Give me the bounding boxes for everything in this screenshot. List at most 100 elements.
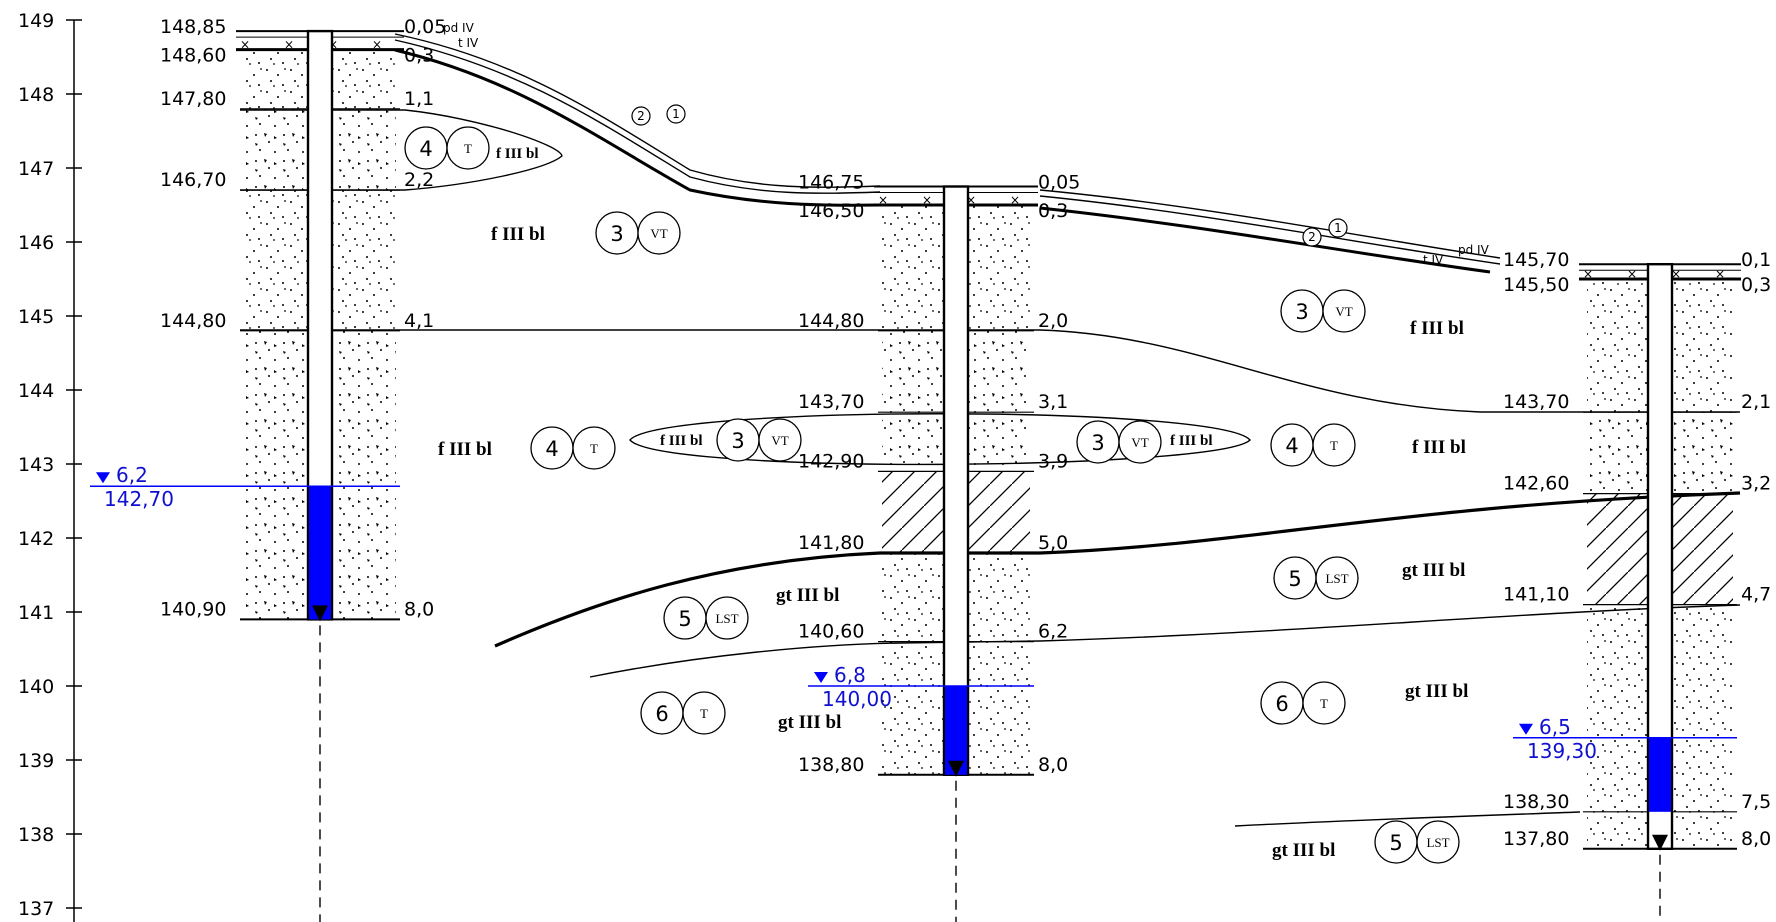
surface-line-right-mid [1039,195,1501,265]
marker-circle-code [446,126,490,170]
water-elevation-label: 139,30 [1527,739,1597,763]
y-tick-label: 138 [18,824,54,846]
marker-number: 5 [678,607,691,631]
marker-number: 3 [1091,431,1104,455]
depth-label: 3,9 [1038,450,1068,472]
surface-label: pd IV [443,21,475,35]
marker-circle-code [1118,420,1162,464]
water-column [309,486,331,620]
marker-code: LST [1325,571,1348,586]
elevation-label: 142,60 [1503,473,1569,495]
water-triangle-icon [96,472,110,484]
boundary-143-70-right [1039,329,1740,413]
depth-label: 2,1 [1741,391,1771,413]
elevation-label: 137,80 [1503,828,1569,850]
depth-label: 2,2 [404,169,434,191]
y-tick-label: 144 [18,380,54,402]
depth-label: 0,3 [1038,200,1068,222]
marker-code: T [1320,696,1328,711]
unit-label-fIIIbl: f III bl [1412,437,1466,458]
soil-cross-icon: × [1627,267,1637,281]
marker-code: T [590,441,598,456]
y-tick-label: 139 [18,750,54,772]
y-tick-label: 142 [18,528,54,550]
small-marker-circle [1328,218,1348,238]
marker-code: VT [650,226,667,241]
water-depth-label: 6,5 [1539,715,1571,739]
elevation-label: 140,60 [798,621,864,643]
marker-circle-code [1302,681,1346,725]
unit-label-gtIIIbl: gt III bl [776,585,839,606]
soil-cross-icon: × [1671,267,1681,281]
terrain-surface [394,33,1501,274]
marker-number: 3 [1295,300,1308,324]
unit-label-fIIIbl-lens: f III bl [1170,433,1213,449]
unit-label-gtIIIbl: gt III bl [1402,560,1465,581]
marker-circle-code [1315,556,1359,600]
water-triangle-icon [1519,723,1533,735]
unit-label-fIIIbl: f III bl [491,224,545,245]
elevation-label: 138,30 [1503,791,1569,813]
depth-label: 0,3 [1741,274,1771,296]
soil-cross-icon: × [372,38,382,52]
lens-4-T [240,109,563,191]
soil-cross-icon: × [284,38,294,52]
water-depth-label: 6,2 [116,463,148,487]
surface-labels: pd IV t IV t IV pd IV [443,21,1490,267]
y-tick-label: 145 [18,306,54,328]
small-marker-label: 1 [1334,221,1342,235]
soil-cross-icon: × [1010,193,1020,207]
soil-cross-icon: × [922,193,932,207]
depth-label: 3,1 [1038,391,1068,413]
elevation-label: 144,80 [798,310,864,332]
marker-circle-code [758,418,802,462]
surface-line-right-base [1039,206,1491,274]
small-marker-circle [666,104,686,124]
surface-label: t IV [458,36,479,50]
depth-label: 4,7 [1741,584,1771,606]
surface-line-mid [394,39,881,194]
elevation-label: 148,85 [160,16,226,38]
surface-line-base [394,48,881,207]
depth-label: 6,2 [1038,621,1068,643]
y-tick-label: 137 [18,898,54,920]
y-tick-label: 149 [18,10,54,32]
lens-3-VT [629,413,1251,466]
marker-code: LST [1426,835,1449,850]
marker-number: 4 [419,137,432,161]
y-tick-label: 140 [18,676,54,698]
borehole-casing [942,185,970,776]
unit-label-gtIIIbl: gt III bl [1405,681,1468,702]
elevation-label: 145,70 [1503,249,1569,271]
marker-number: 4 [545,437,558,461]
unit-labels: f III bl f III bl f III bl f III bl f II… [438,146,1468,861]
depth-label: 8,0 [1741,828,1771,850]
marker-code: T [464,141,472,156]
marker-circle-code [682,691,726,735]
surface-label: pd IV [1458,243,1490,257]
boundary-138-30 [1234,811,1581,827]
y-tick-label: 146 [18,232,54,254]
boreholes: ××××148,850,05148,600,3147,801,1146,702,… [90,16,1771,922]
unit-label-gtIIIbl: gt III bl [1272,840,1335,861]
depth-label: 5,0 [1038,532,1068,554]
marker-circle-code [1312,423,1356,467]
surface-line-top [394,33,881,188]
elevation-label: 146,75 [798,172,864,194]
y-tick-label: 147 [18,158,54,180]
elevation-label: 143,70 [1503,391,1569,413]
small-marker-label: 2 [637,109,645,123]
elevation-label: 141,10 [1503,584,1569,606]
marker-code: T [1330,438,1338,453]
small-marker-label: 1 [672,107,680,121]
soil-cross-icon: × [878,193,888,207]
unit-label-fIIIbl: f III bl [1410,318,1464,339]
